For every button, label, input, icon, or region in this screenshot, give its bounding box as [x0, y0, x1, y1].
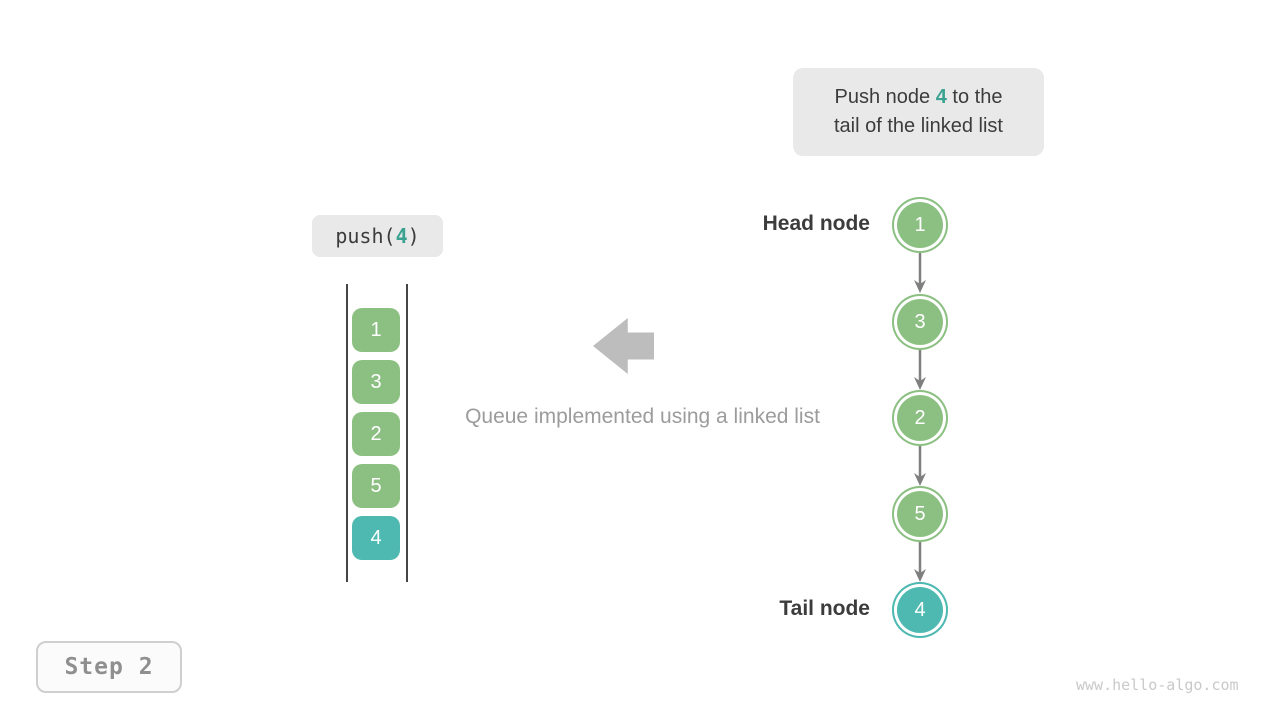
diagram-caption: Queue implemented using a linked list — [465, 405, 820, 428]
operation-post: ) — [407, 224, 420, 248]
annotation-value: 4 — [935, 86, 947, 108]
annotation-line2: tail of the linked list — [834, 115, 1003, 137]
stack-cell: 5 — [352, 464, 400, 508]
operation-pre: push( — [335, 224, 396, 248]
list-node-pushed: 4 — [892, 582, 948, 638]
list-node: 2 — [892, 390, 948, 446]
stack-cell: 1 — [352, 308, 400, 352]
push-annotation: Push node 4 to the tail of the linked li… — [793, 68, 1044, 156]
list-node: 3 — [892, 294, 948, 350]
step-badge: Step 2 — [36, 641, 182, 693]
list-node: 1 — [892, 197, 948, 253]
down-arrow-icon — [914, 542, 926, 582]
stack-cell: 2 — [352, 412, 400, 456]
tail-node-label: Tail node — [779, 597, 870, 620]
down-arrow-icon — [914, 253, 926, 293]
stack-right-wall — [406, 284, 408, 582]
down-arrow-icon — [914, 446, 926, 486]
down-arrow-icon — [914, 350, 926, 390]
stack-left-wall — [346, 284, 348, 582]
push-operation-label: push(4) — [312, 215, 443, 257]
operation-value: 4 — [395, 224, 408, 248]
site-watermark: www.hello-algo.com — [1076, 676, 1239, 694]
stack-cell: 3 — [352, 360, 400, 404]
stack-cell-pushed: 4 — [352, 516, 400, 560]
annotation-line1-pre: Push node — [834, 86, 936, 108]
push-annotation-text: Push node 4 to the tail of the linked li… — [834, 83, 1003, 141]
list-node: 5 — [892, 486, 948, 542]
head-node-label: Head node — [762, 212, 870, 235]
left-arrow-icon — [593, 318, 654, 374]
annotation-line1-post: to the — [946, 86, 1003, 108]
